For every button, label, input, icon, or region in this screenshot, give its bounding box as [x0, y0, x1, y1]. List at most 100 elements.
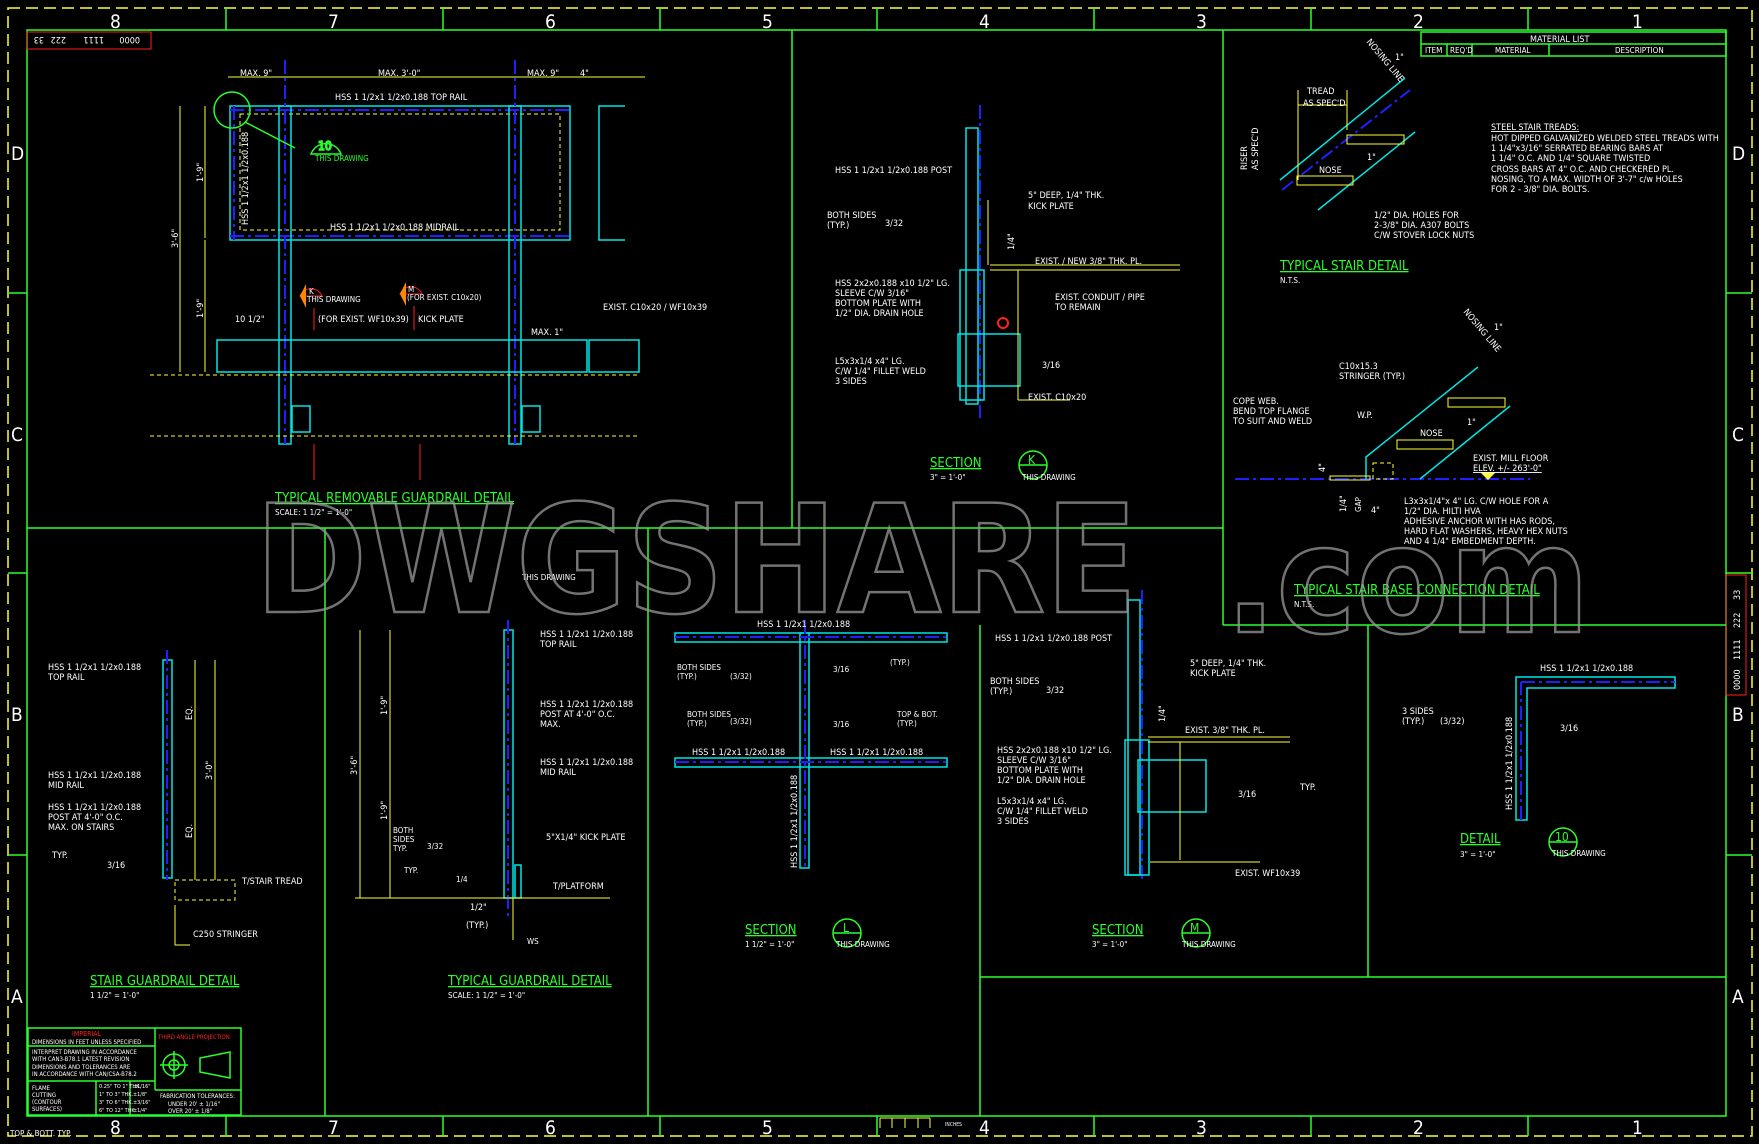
weld-size: 3/16: [833, 720, 850, 729]
flame-tol: ±3/16": [133, 1100, 151, 1106]
member-label: STRINGER (TYP.): [1339, 372, 1405, 382]
zone-labels: 8 7 6 5 4 3 2 1 8 7 6 5 4 3 2 1 D C B A …: [11, 11, 1745, 1139]
note-label: TO REMAIN: [1054, 303, 1101, 313]
weld-label: (TYP.): [990, 687, 1012, 697]
note-label: AND 4 1/4" EMBEDMENT DEPTH.: [1404, 537, 1536, 547]
weld-label: TYP.: [51, 851, 68, 861]
note-title: STEEL STAIR TREADS:: [1491, 123, 1579, 133]
note-label: T/STAIR TREAD: [241, 877, 303, 887]
tolerance-title-block: IMPERIAL DIMENSIONS IN FEET UNLESS SPECI…: [27, 1027, 242, 1116]
dim-label: AS SPEC'D: [1251, 127, 1261, 170]
member-label: C/W 1/4" FILLET WELD: [835, 367, 926, 377]
callout-10: 10: [318, 139, 332, 153]
weld-label: SIDES: [393, 835, 415, 844]
zone-col-4: 4: [979, 11, 990, 33]
panel-dividers: [27, 30, 1726, 1116]
zone-col-1-bottom: 1: [1632, 1117, 1643, 1139]
section-ref: THIS DRAWING: [1021, 473, 1076, 482]
material-list: MATERIAL LIST ITEM REQ'D MATERIAL DESCRI…: [1420, 31, 1727, 57]
member-label: POST AT 4'-0" O.C.: [540, 710, 615, 720]
dim-label: 3'-0": [205, 761, 215, 780]
member-label: MAX. ON STAIRS: [48, 823, 114, 833]
third-angle-projection-icon: [160, 1051, 231, 1079]
member-label: C10x15.3: [1339, 362, 1378, 372]
flame-label: FLAME: [32, 1085, 51, 1092]
zone-col-5-bottom: 5: [762, 1117, 773, 1139]
nose-label: NOSE: [1319, 166, 1342, 176]
member-label: L5x3x1/4 x4" LG.: [835, 357, 905, 367]
member-label: 5"X1/4" KICK PLATE: [546, 833, 625, 843]
weld-label: (TYP.): [1402, 717, 1424, 727]
detail-ref: THIS DRAWING: [1551, 849, 1606, 858]
member-label: HSS 1 1/2x1 1/2x0.188: [540, 630, 633, 640]
weld-size: 3/16: [833, 665, 850, 674]
member-label: HSS 1 1/2x1 1/2x0.188: [757, 620, 850, 630]
member-label: SLEEVE C/W 3/16": [997, 756, 1071, 766]
section-scale: 1 1/2" = 1'-0": [745, 940, 794, 949]
member-label: HSS 1 1/2x1 1/2x0.188: [1505, 717, 1515, 810]
fab-row: UNDER 20' ± 1/16": [168, 1101, 220, 1108]
note-label: L3x3x1/4"x 4" LG. C/W HOLE FOR A: [1404, 497, 1549, 507]
dim-label: 1'-9": [196, 163, 206, 182]
member-label: HSS 1 1/2x1 1/2x0.188: [48, 803, 141, 813]
detail-title: STAIR GUARDRAIL DETAIL: [90, 974, 240, 989]
detail-title: DETAIL: [1460, 832, 1501, 847]
detail-title: TYPICAL REMOVABLE GUARDRAIL DETAIL: [274, 491, 515, 506]
ml-header-reqd: REQ'D: [1450, 46, 1473, 55]
section-marker-m: M: [408, 285, 414, 294]
platform-label: T/PLATFORM: [552, 882, 604, 892]
note-label: 1/2" DIA. HOLES FOR: [1374, 211, 1459, 221]
section-tag-k: K: [1028, 453, 1036, 467]
member-label: HSS 2x2x0.188 x10 1/2" LG.: [997, 746, 1112, 756]
zone-col-2-bottom: 2: [1413, 1117, 1424, 1139]
detail-scale: 1 1/2" = 1'-0": [90, 991, 139, 1000]
fab-title: FABRICATION TOLERANCES:: [160, 1093, 235, 1100]
section-marker-k: K: [309, 287, 314, 296]
dim-label: 3'-6": [350, 756, 360, 775]
zone-col-1: 1: [1632, 11, 1643, 33]
weld-size: 3/32: [1046, 686, 1064, 696]
member-label: BOTTOM PLATE WITH: [835, 299, 921, 309]
dim-label: 1": [1494, 323, 1503, 333]
callout-ref: THIS DRAWING: [306, 295, 361, 304]
tb-note: INTERPRET DRAWING IN ACCORDANCE: [32, 1049, 137, 1056]
dim-label: EQ.: [185, 824, 195, 838]
dim-label: (TYP.): [466, 921, 488, 931]
callout-ref: THIS DRAWING: [314, 154, 369, 163]
section-scale: 3" = 1'-0": [1092, 940, 1128, 949]
weld-label: BOTH SIDES: [990, 677, 1039, 687]
zone-row-a-right: A: [1732, 986, 1744, 1008]
drawing-no-side-mid: 1111: [1733, 639, 1743, 660]
scale-bar: [879, 1117, 931, 1128]
section-ref: THIS DRAWING: [835, 940, 890, 949]
watermark-main: DWGSHARE: [255, 474, 1137, 648]
zone-col-7-bottom: 7: [328, 1117, 339, 1139]
note-label: EXIST. CONDUIT / PIPE: [1055, 293, 1145, 303]
dim-label: 3'-6": [171, 229, 181, 248]
flame-tol: ±1/16": [133, 1084, 151, 1090]
zone-col-2: 2: [1413, 11, 1424, 33]
zone-dividers: [8, 8, 1752, 1136]
nose-label: NOSE: [1420, 429, 1443, 439]
zone-row-a: A: [11, 986, 23, 1008]
dim-label: 1'-9": [196, 299, 206, 318]
member-label: HSS 1 1/2x1 1/2x0.188: [540, 758, 633, 768]
weld-label: TYP.: [403, 866, 418, 875]
member-label: C/W 1/4" FILLET WELD: [997, 807, 1088, 817]
dim-label: MAX. 3'-0": [378, 69, 420, 79]
dim-label: 1/4": [1007, 233, 1017, 250]
member-label: HSS 1 1/2x1 1/2x0.188: [830, 748, 923, 758]
section-title: SECTION: [930, 456, 982, 471]
member-label: HSS 1 1/2x1 1/2x0.188: [1540, 664, 1633, 674]
member-label: HSS 1 1/2x1 1/2x0.188: [790, 775, 800, 868]
gap-label: GAP: [1354, 497, 1363, 513]
member-label: TOP RAIL: [47, 673, 85, 683]
dim-label: 10 1/2": [235, 315, 265, 325]
stair-guardrail-detail: HSS 1 1/2x1 1/2x0.188 TOP RAIL HSS 1 1/2…: [47, 650, 303, 1000]
detail-tag-10: 10: [1555, 830, 1569, 844]
detail-title: TYPICAL STAIR DETAIL: [1279, 259, 1409, 274]
note-line: FOR 2 - 3/8" DIA. BOLTS.: [1491, 185, 1590, 195]
dim-label: EQ.: [185, 706, 195, 720]
dim-label: RISER: [1240, 146, 1250, 170]
units-note: DIMENSIONS IN FEET UNLESS SPECIFIED: [32, 1039, 141, 1046]
